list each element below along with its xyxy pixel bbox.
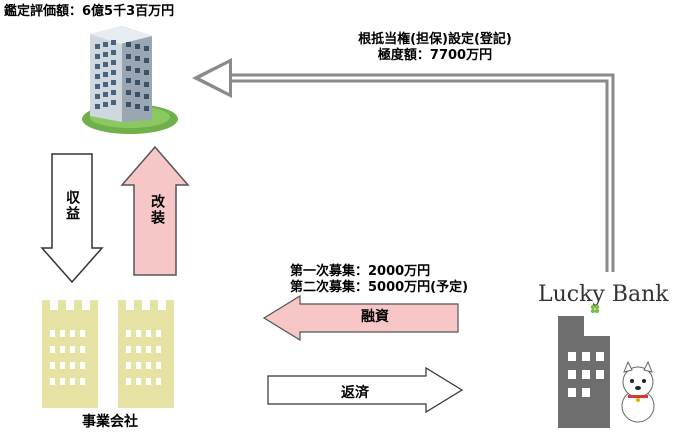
bank-building-icon [558,316,610,428]
renovation-arrow-label: 改装 [149,194,165,226]
financing-arrow [262,294,459,342]
recruit-line2: 第二次募集：5000万円(予定) [290,280,469,295]
appraisal-label: 鑑定評価額：6億5千3百万円 [4,4,175,19]
repayment-arrow [267,366,464,414]
mortgage-line2: 極度額：7700万円 [377,48,493,63]
repayment-arrow-label: 返済 [341,385,369,401]
dog-mascot-icon [621,360,655,423]
tower-building-icon [82,26,178,134]
income-arrow [40,153,104,284]
company-label: 事業会社 [82,414,138,430]
income-arrow-label: 収益 [64,190,80,222]
bank-brand: Lucky Bank [538,282,669,307]
financing-arrow-label: 融資 [361,309,389,325]
mortgage-label: 根抵当権(担保)設定(登記) 極度額：7700万円 [330,32,540,64]
recruit-label: 第一次募集：2000万円 第二次募集：5000万円(予定) [290,264,468,296]
renovation-arrow [120,145,190,276]
recruit-line1: 第一次募集：2000万円 [290,264,431,279]
mortgage-line1: 根抵当権(担保)設定(登記) [358,32,512,47]
clover-icon [590,304,600,314]
company-building-icon [42,300,174,408]
